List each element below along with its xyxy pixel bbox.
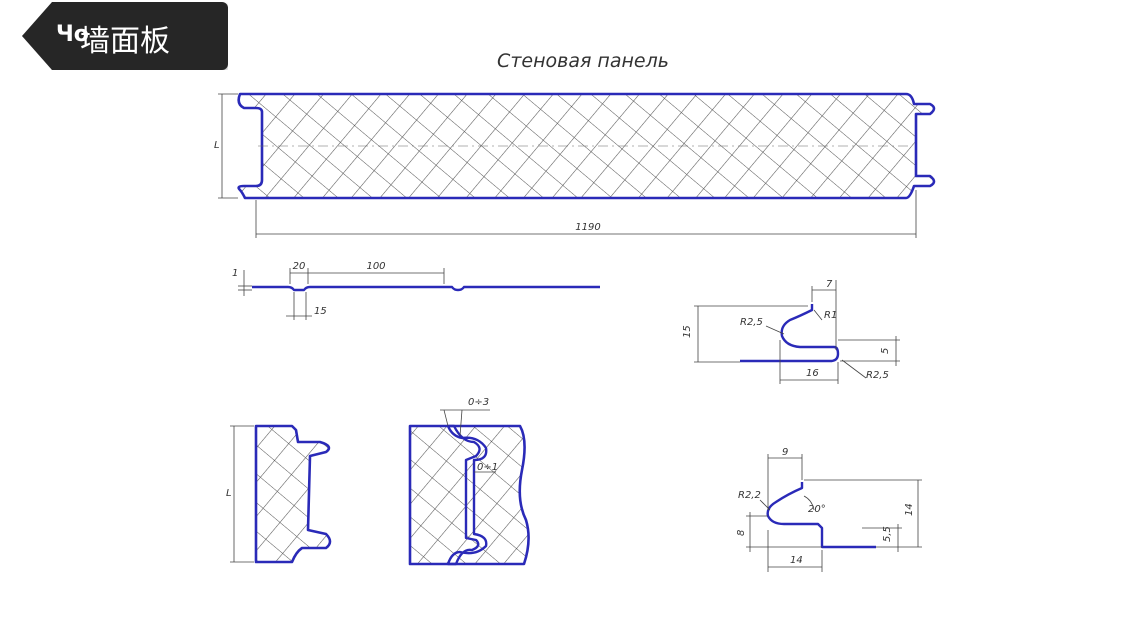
lock-top-width-bottom-label: 16 <box>806 368 819 379</box>
lock-top-radius-bottom-label: R2,5 <box>866 370 889 381</box>
lock-bottom-width-bottom-label: 14 <box>790 555 803 566</box>
lock-bottom-step-label: 5,5 <box>882 526 893 542</box>
sheet-thickness-label: 1 <box>232 268 238 279</box>
panel-height-label: L <box>214 140 220 151</box>
rib-pitch-label: 100 <box>366 261 385 272</box>
lock-profile-top: 7 R2,5 R1 15 5 16 R2,5 <box>682 279 900 384</box>
section-left: L <box>226 424 332 564</box>
lock-top-radius-left-label: R2,5 <box>740 317 763 328</box>
drawing-title: Стеновая панель <box>497 50 669 72</box>
lock-bottom-height-label: 14 <box>904 503 915 516</box>
section-right: 0÷3 0÷1 <box>408 397 530 566</box>
section-right-gap-top-label: 0÷3 <box>468 397 489 408</box>
lock-bottom-angle-label: 20° <box>808 504 826 515</box>
main-panel: L 1190 <box>214 92 936 238</box>
tag-hidden-text: Чо <box>56 22 89 47</box>
label-tag: Чо 墙面板 <box>22 2 228 70</box>
lock-top-height-label: 15 <box>682 325 693 338</box>
section-left-height-label: L <box>226 488 232 499</box>
tag-label: 墙面板 <box>80 24 170 59</box>
panel-width-label: 1190 <box>575 222 600 233</box>
lock-top-width-label: 7 <box>826 279 833 290</box>
section-right-gap-side-label: 0÷1 <box>477 462 498 473</box>
rib-width-label: 15 <box>314 306 327 317</box>
lock-top-depth-label: 5 <box>880 348 891 354</box>
sheet-profile: 1 20 100 15 <box>232 261 600 320</box>
lock-bottom-radius-label: R2,2 <box>738 490 761 501</box>
lock-top-radius-top-label: R1 <box>824 310 837 321</box>
lock-bottom-width-top-label: 9 <box>782 447 788 458</box>
lock-bottom-lower-height-label: 8 <box>736 530 747 536</box>
rib-spacing-label: 20 <box>293 261 306 272</box>
lock-profile-bottom: 9 R2,2 20° 14 8 5,5 14 <box>736 447 922 572</box>
